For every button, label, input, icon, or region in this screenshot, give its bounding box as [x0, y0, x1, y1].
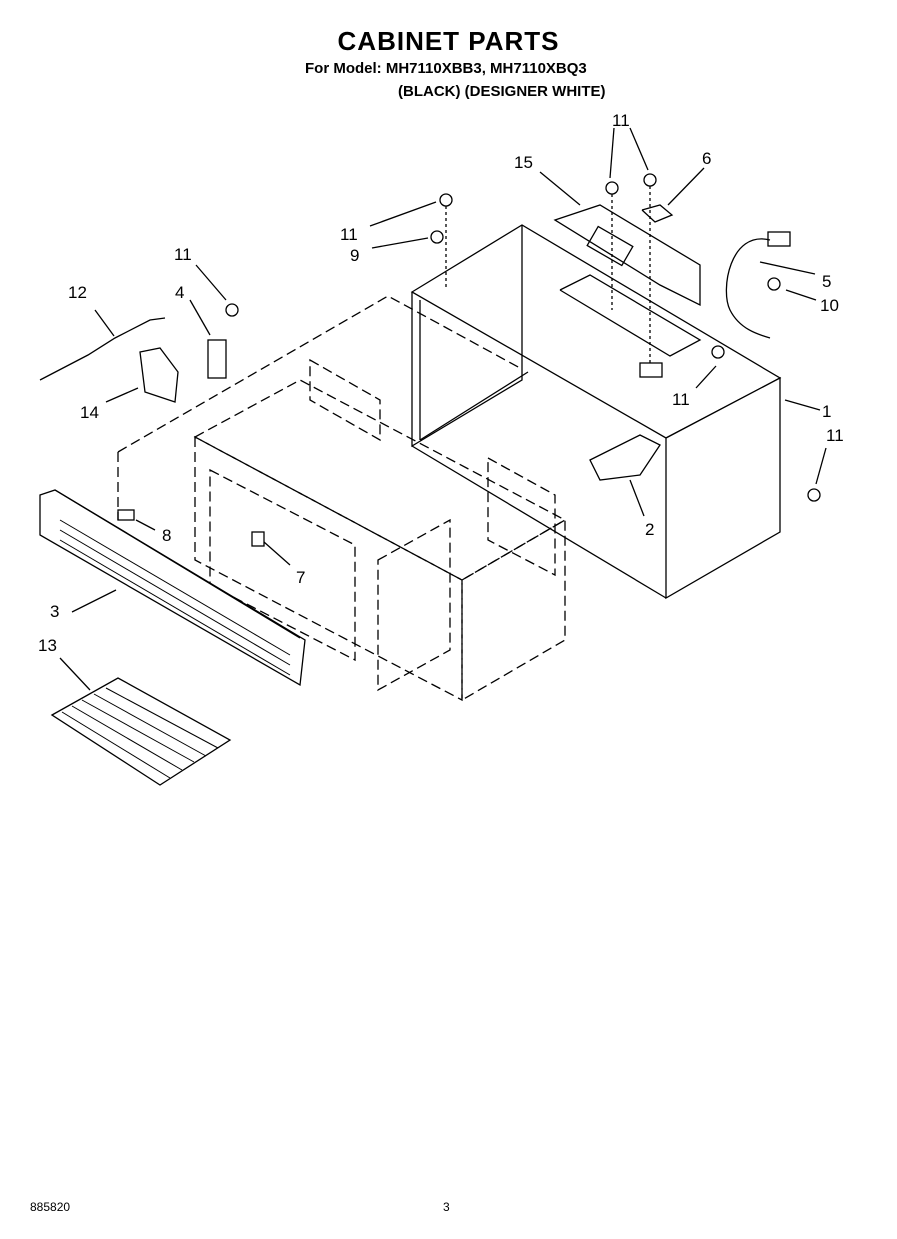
cavity-outline — [117, 295, 567, 702]
callout-labels: 1 2 3 4 5 6 7 8 9 10 11 11 11 11 11 12 1… — [38, 111, 844, 655]
callout-15: 15 — [514, 153, 533, 172]
callout-11-latch: 11 — [174, 245, 192, 264]
callout-7: 7 — [296, 568, 305, 587]
callout-11-left: 11 — [340, 225, 358, 244]
model-numbers: For Model: MH7110XBB3, MH7110XBQ3 — [305, 60, 587, 77]
callout-11-right: 11 — [672, 390, 690, 409]
callout-5: 5 — [822, 272, 831, 291]
callout-9: 9 — [350, 246, 359, 265]
power-cord-part — [725, 238, 771, 339]
callout-8: 8 — [162, 526, 171, 545]
outer-cabinet-part — [410, 224, 782, 600]
callout-13: 13 — [38, 636, 57, 655]
callout-1: 1 — [822, 402, 831, 421]
callout-2: 2 — [645, 520, 654, 539]
callout-10: 10 — [820, 296, 839, 315]
callout-14: 14 — [80, 403, 99, 422]
page-number: 3 — [443, 1200, 450, 1214]
vent-grille-part — [39, 489, 306, 687]
bracket-part — [641, 204, 674, 223]
color-variants: (BLACK) (DESIGNER WHITE) — [398, 83, 606, 100]
document-number: 885820 — [30, 1200, 71, 1214]
bracket-14-part — [139, 347, 179, 403]
clip-7-part — [251, 531, 265, 547]
grease-filter-part — [50, 677, 232, 786]
mounting-bracket-part — [589, 434, 661, 481]
thermal-cord-part — [39, 317, 166, 381]
callout-3: 3 — [50, 602, 59, 621]
callout-leaders — [59, 127, 827, 691]
latch-part — [207, 339, 227, 379]
callout-11-side: 11 — [826, 426, 844, 445]
callout-11-top: 11 — [612, 111, 630, 130]
callout-4: 4 — [175, 283, 184, 302]
page-title: CABINET PARTS — [337, 26, 560, 56]
clip-8-part — [117, 509, 135, 521]
callout-6: 6 — [702, 149, 711, 168]
callout-12: 12 — [68, 283, 87, 302]
screw-fasteners — [225, 173, 821, 502]
